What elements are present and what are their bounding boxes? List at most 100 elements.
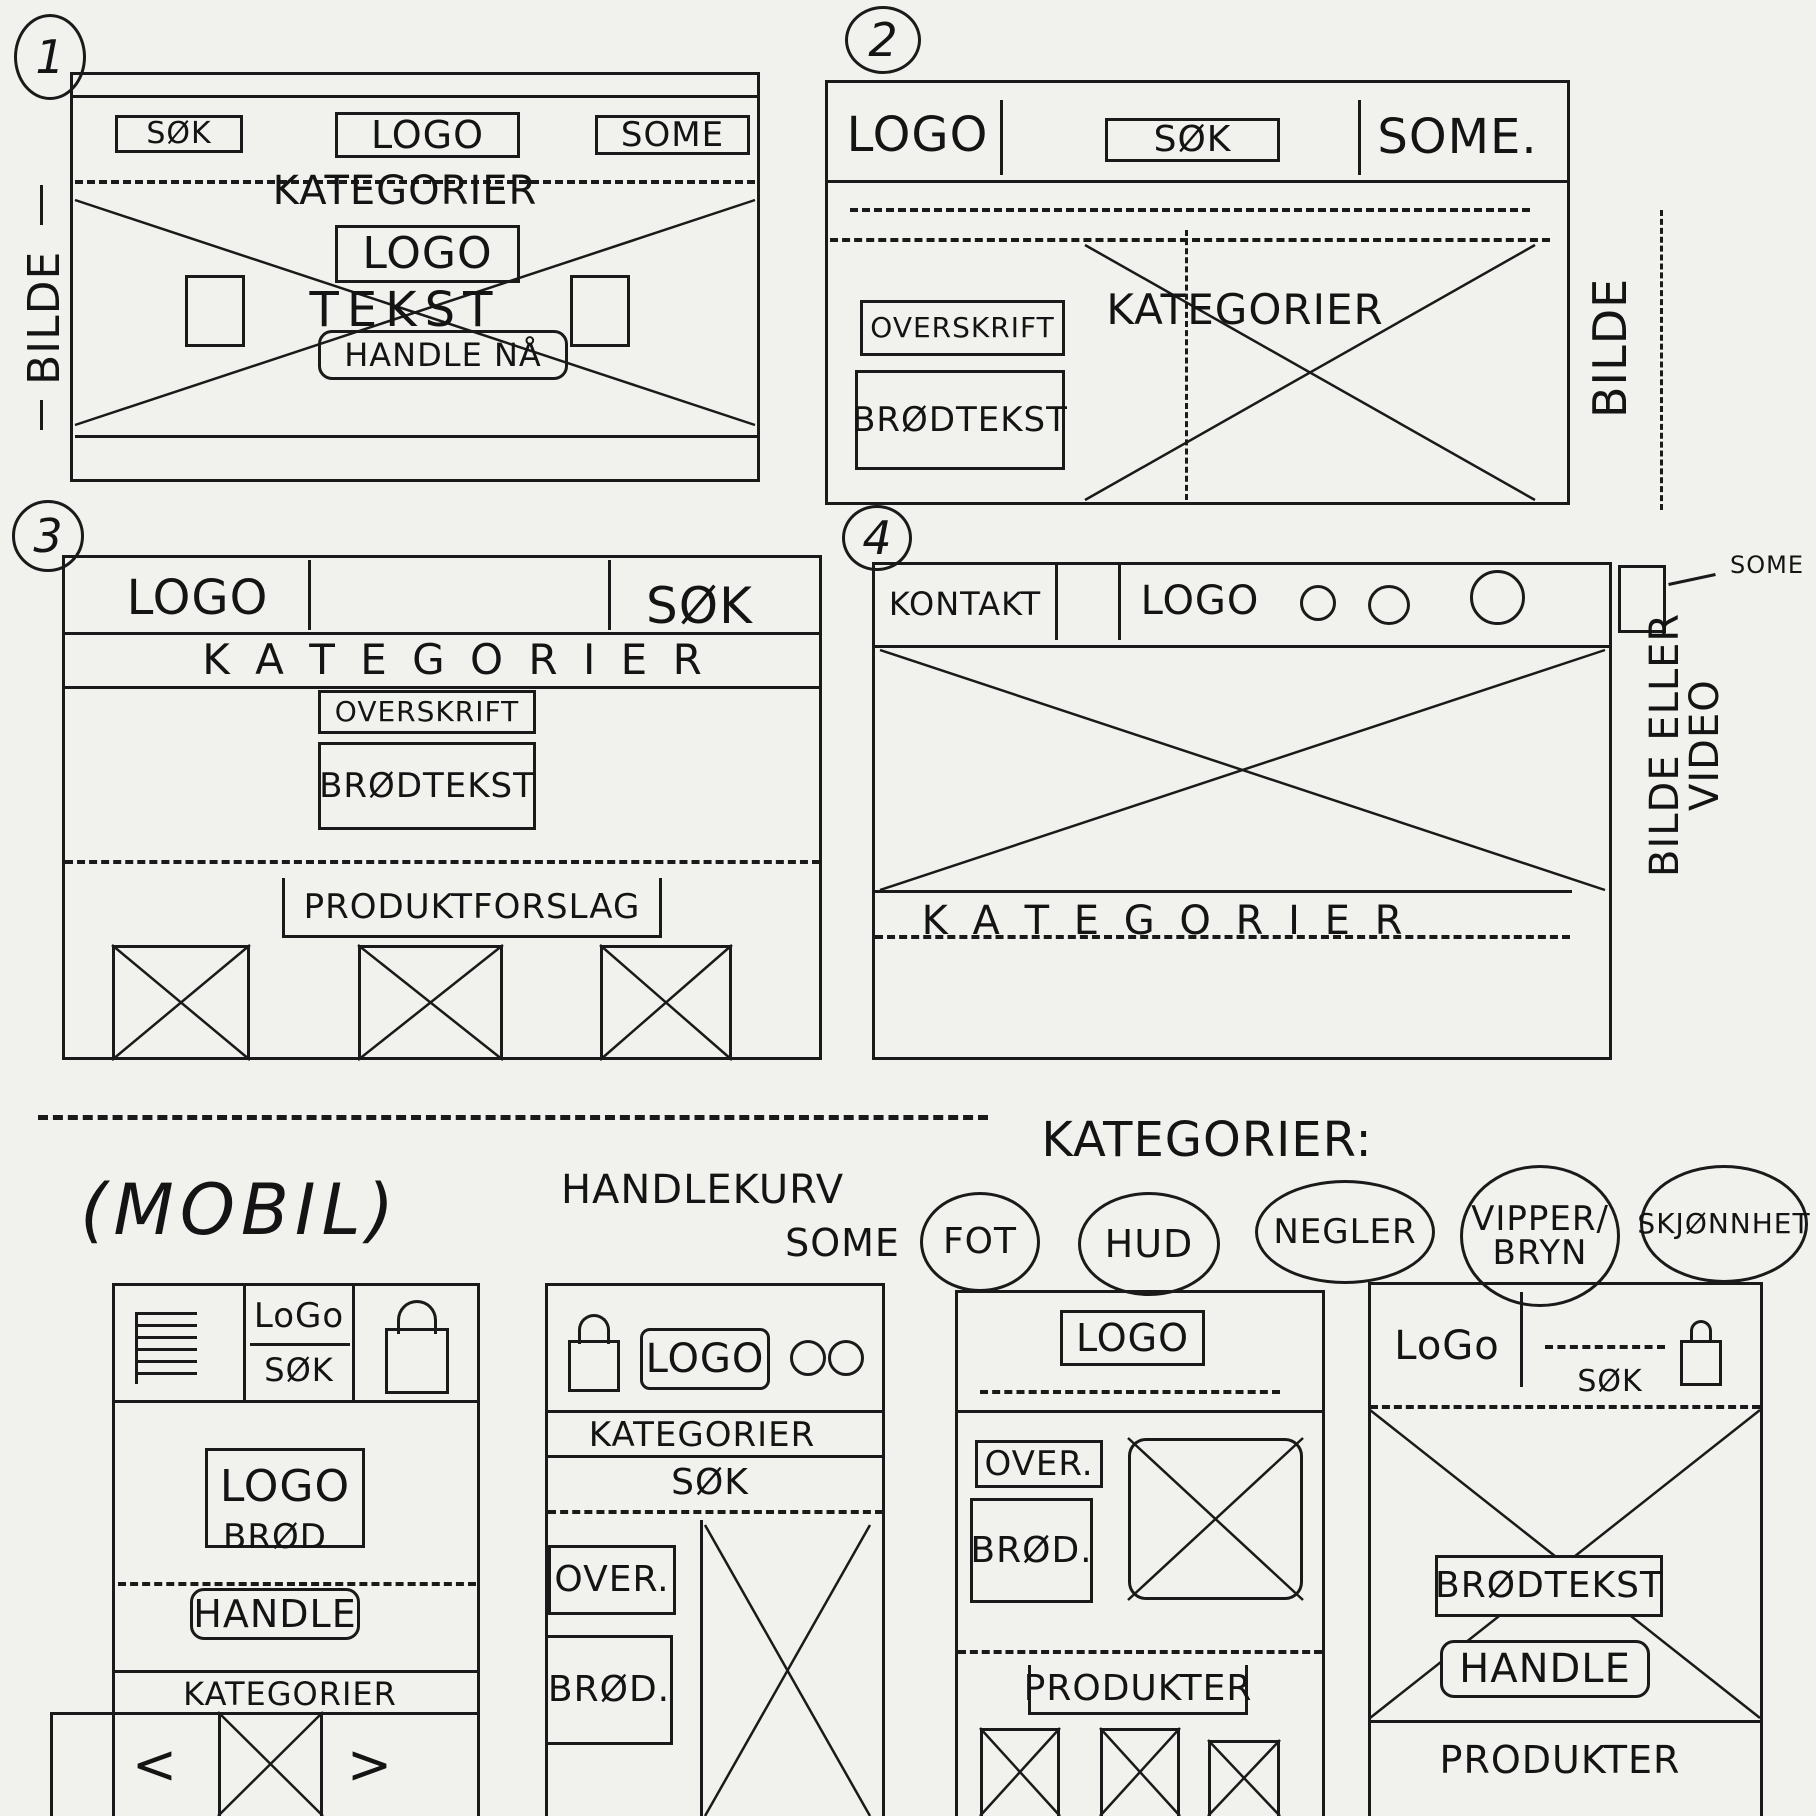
mobile-3-image-placeholder <box>1127 1437 1304 1601</box>
category-bubble-5: SKJØNNHET <box>1637 1165 1810 1283</box>
mobile-3-product-3 <box>1208 1740 1280 1816</box>
sketch-1-image-marker-bottom <box>40 400 43 430</box>
sketch-1-right-arrow-box <box>570 275 630 347</box>
mobile-2-categories-rule <box>545 1455 885 1458</box>
sketch-1-top-rule <box>70 95 760 98</box>
mobile-3-logo-box: LOGO <box>1060 1310 1205 1366</box>
mobile-2-social-icon-2 <box>828 1340 864 1376</box>
sketch-2-divider-2 <box>1358 100 1361 175</box>
mobile-1-carousel-bracket <box>50 1712 53 1816</box>
mobile-3-product-2-image <box>1099 1727 1181 1816</box>
mobile-2-image-placeholder <box>703 1524 872 1816</box>
mobile-1-buy-button: HANDLE <box>190 1588 360 1640</box>
mobile-1-section-dash <box>118 1582 476 1586</box>
mobile-3-header-rule <box>955 1410 1325 1413</box>
mobile-1-hero-box <box>205 1448 365 1548</box>
mobile-1-carousel-item <box>218 1712 323 1816</box>
sketch-2-nav-dash <box>850 208 1530 212</box>
mobile-2-categories: KATEGORIER <box>588 1415 816 1455</box>
mobile-1-search: SØK <box>264 1351 334 1389</box>
category-bubble-1: FOT <box>920 1192 1040 1292</box>
sketch-4-header-rule <box>872 645 1612 648</box>
sketch-1-left-arrow-box <box>185 275 245 347</box>
mobile-1-logo-rule <box>250 1343 350 1346</box>
sketch-number-3: 3 <box>12 500 84 572</box>
mobile-2-heading-box: OVER. <box>548 1545 676 1615</box>
mobile-2-logo-box: LOGO <box>640 1328 770 1390</box>
sketch-number-2: 2 <box>845 6 921 74</box>
mobile-1-carousel-next: > <box>346 1733 394 1796</box>
sketch-3-logo: LOGO <box>126 570 269 626</box>
mobile-2-cart-handle <box>578 1314 610 1344</box>
mobile-2-image-edge <box>700 1520 703 1816</box>
sketch-4-hero-bottom-rule <box>872 890 1572 893</box>
mobile-1-hero-logo: LOGO <box>219 1461 351 1512</box>
sketch-3-product-3-image <box>599 944 733 1061</box>
sketch-2-divider-1 <box>1000 100 1003 175</box>
sketch-4-social-icon-1 <box>1300 585 1336 621</box>
mobile-3-header-dash <box>980 1390 1280 1394</box>
sketch-4-social-icon-2 <box>1368 585 1410 625</box>
mobile-4-body-box: BRØDTEKST <box>1435 1555 1663 1617</box>
mobile-3-product-2 <box>1100 1728 1180 1816</box>
mobile-4-frame <box>1368 1282 1763 1816</box>
mobile-1-divider-1 <box>243 1283 246 1400</box>
mobile-4-hero-bottom-rule <box>1368 1720 1763 1723</box>
mobile-1-carousel-prev: < <box>131 1733 179 1796</box>
some-annotation: SOME <box>785 1221 900 1265</box>
category-bubble-2: HUD <box>1078 1192 1220 1296</box>
mobile-3-products-dash <box>958 1650 1322 1654</box>
mobile-4-logo: LoGo <box>1394 1322 1500 1369</box>
sketch-3-section-dash <box>65 860 820 864</box>
sketch-4-some-pointer <box>1668 573 1716 586</box>
sketch-4-divider-1 <box>1055 565 1058 640</box>
mobile-2-cart-icon <box>568 1340 620 1392</box>
mobile-3-product-1-image <box>979 1727 1061 1816</box>
mobile-4-divider <box>1520 1292 1523 1387</box>
sketch-3-product-2-image <box>357 944 504 1061</box>
mobile-1-categories: KATEGORIER <box>183 1675 397 1713</box>
sketch-2-image-marker <box>1660 210 1663 510</box>
sketch-1-search-box: SØK <box>115 115 243 153</box>
sketch-2-logo: LOGO <box>846 107 989 163</box>
sketch-4-categories-dash <box>875 935 1570 939</box>
sketch-4-divider-2 <box>1118 565 1121 640</box>
sketch-3-categories-rule <box>62 686 822 689</box>
sketch-3-product-1 <box>112 945 250 1060</box>
category-bubble-3: NEGLER <box>1255 1180 1435 1284</box>
sketch-3-product-suggestions: PRODUKTFORSLAG <box>282 878 662 938</box>
desktop-mobile-separator <box>38 1115 988 1120</box>
mobile-4-search: SØK <box>1577 1364 1643 1399</box>
mobile-2-search: SØK <box>671 1462 749 1503</box>
cart-annotation: HANDLEKURV <box>560 1167 845 1213</box>
sketch-4-categories: K A T E G O R I E R <box>921 898 1409 944</box>
mobile-4-cart-icon <box>1680 1340 1722 1386</box>
mobile-3-product-3-image <box>1207 1739 1281 1816</box>
sketch-4-image-or-video: BILDE ELLER VIDEO <box>1642 612 1728 878</box>
sketch-4-logo: LOGO <box>1140 578 1260 624</box>
sketch-2-center-guide <box>1185 230 1188 500</box>
mobile-2-body-box: BRØD. <box>545 1635 673 1745</box>
sketch-3-product-3 <box>600 945 732 1060</box>
mobile-4-hero-dash <box>1370 1405 1760 1409</box>
sketch-4-frame <box>872 562 1612 1060</box>
sketch-1-image-marker-top <box>40 185 43 225</box>
mobile-2-social-icon-1 <box>790 1340 826 1376</box>
sketch-1-image-bottom-rule <box>75 435 760 438</box>
sketch-1-image-placeholder <box>74 198 756 427</box>
mobile-3-body-box: BRØD. <box>970 1498 1093 1603</box>
sketch-4-hero-image <box>879 648 1606 892</box>
sketch-2-search-box: SØK <box>1105 118 1280 162</box>
mobile-2-search-dash <box>548 1510 883 1514</box>
mobile-4-cart-handle <box>1690 1320 1712 1342</box>
sketch-3-categories: K A T E G O R I E R <box>202 635 708 684</box>
mobile-1-menu-icon <box>135 1312 197 1384</box>
mobile-4-products: PRODUKTER <box>1439 1738 1681 1782</box>
sketch-4-some-label: SOME <box>1730 551 1804 579</box>
mobile-1-hero-body: BRØD <box>223 1517 327 1557</box>
mobile-heading: (MOBIL) <box>80 1169 400 1251</box>
mobile-3-frame <box>955 1290 1325 1816</box>
mobile-1-carousel-image <box>217 1711 324 1816</box>
sketch-1-hero-text: TEKST <box>309 282 501 338</box>
mobile-4-header-dash <box>1545 1345 1665 1349</box>
